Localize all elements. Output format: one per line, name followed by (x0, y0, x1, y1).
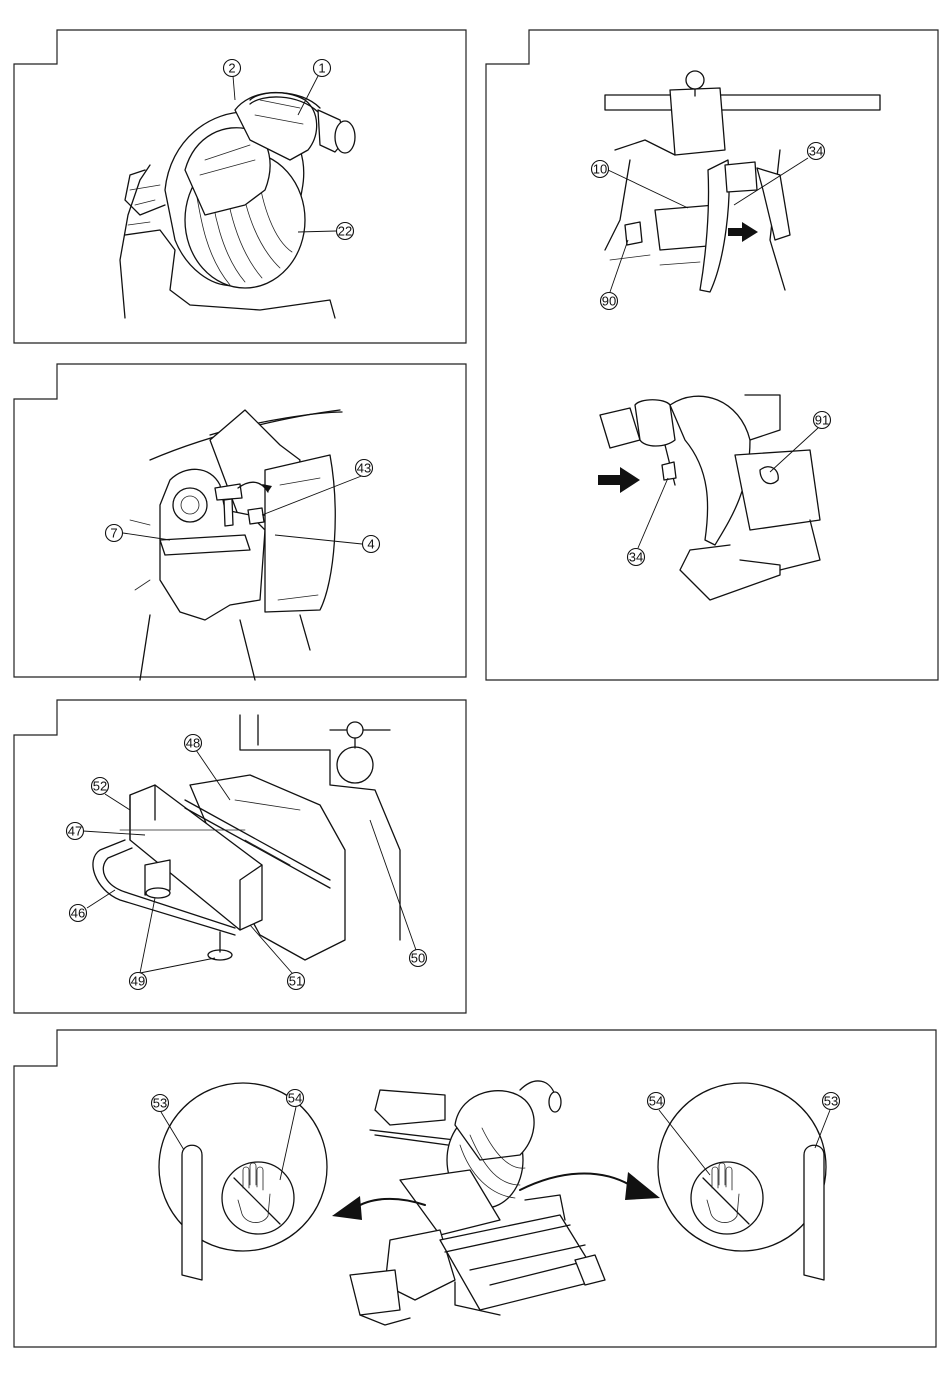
svg-text:53: 53 (824, 1094, 838, 1109)
callout-49: 49 (130, 973, 147, 990)
callout-2: 2 (224, 60, 241, 77)
callout-10: 10 (592, 161, 609, 178)
callout-53-right: 53 (823, 1093, 840, 1110)
callout-90: 90 (601, 293, 618, 310)
callout-50: 50 (410, 950, 427, 967)
callout-91: 91 (814, 412, 831, 429)
figure-c-illustration: 10 34 90 91 34 (480, 0, 950, 690)
svg-text:43: 43 (357, 461, 371, 476)
callout-53-left: 53 (152, 1095, 169, 1112)
callout-34-lower: 34 (628, 549, 645, 566)
svg-text:22: 22 (338, 224, 352, 239)
callout-34-upper: 34 (808, 143, 825, 160)
svg-text:46: 46 (71, 906, 85, 921)
callout-52: 52 (92, 778, 109, 795)
figure-b-illustration: 43 7 4 (0, 350, 480, 690)
svg-text:1: 1 (318, 61, 325, 76)
svg-text:91: 91 (815, 413, 829, 428)
callout-51: 51 (288, 973, 305, 990)
svg-text:47: 47 (68, 824, 82, 839)
svg-text:49: 49 (131, 974, 145, 989)
svg-text:34: 34 (809, 144, 823, 159)
callout-4: 4 (363, 536, 380, 553)
svg-text:90: 90 (602, 294, 616, 309)
figure-panel-d: 48 52 47 46 49 51 50 (0, 690, 480, 1020)
figure-d-illustration: 48 52 47 46 49 51 50 (0, 690, 480, 1020)
figure-e-illustration: 54 53 54 53 (0, 1020, 950, 1383)
callout-47: 47 (67, 823, 84, 840)
svg-text:54: 54 (288, 1091, 302, 1106)
callout-46: 46 (70, 905, 87, 922)
svg-text:54: 54 (649, 1094, 663, 1109)
svg-text:48: 48 (186, 736, 200, 751)
figure-panel-b: 43 7 4 (0, 350, 480, 690)
figure-panel-e: 54 53 54 53 (0, 1020, 950, 1383)
callout-22: 22 (337, 223, 354, 240)
callout-54-right: 54 (648, 1093, 665, 1110)
callout-1: 1 (314, 60, 331, 77)
svg-text:34: 34 (629, 550, 643, 565)
callout-54-left: 54 (287, 1090, 304, 1107)
callout-43: 43 (356, 460, 373, 477)
svg-text:2: 2 (228, 61, 235, 76)
svg-text:53: 53 (153, 1096, 167, 1111)
callout-7: 7 (106, 525, 123, 542)
figure-panel-c: 10 34 90 91 34 (480, 0, 950, 690)
figure-a-illustration: 2 1 22 (0, 0, 480, 350)
callout-48: 48 (185, 735, 202, 752)
svg-text:50: 50 (411, 951, 425, 966)
svg-text:7: 7 (110, 526, 117, 541)
svg-text:52: 52 (93, 779, 107, 794)
svg-text:10: 10 (593, 162, 607, 177)
svg-text:51: 51 (289, 974, 303, 989)
figure-panel-a: 2 1 22 (0, 0, 480, 350)
svg-text:4: 4 (367, 537, 374, 552)
